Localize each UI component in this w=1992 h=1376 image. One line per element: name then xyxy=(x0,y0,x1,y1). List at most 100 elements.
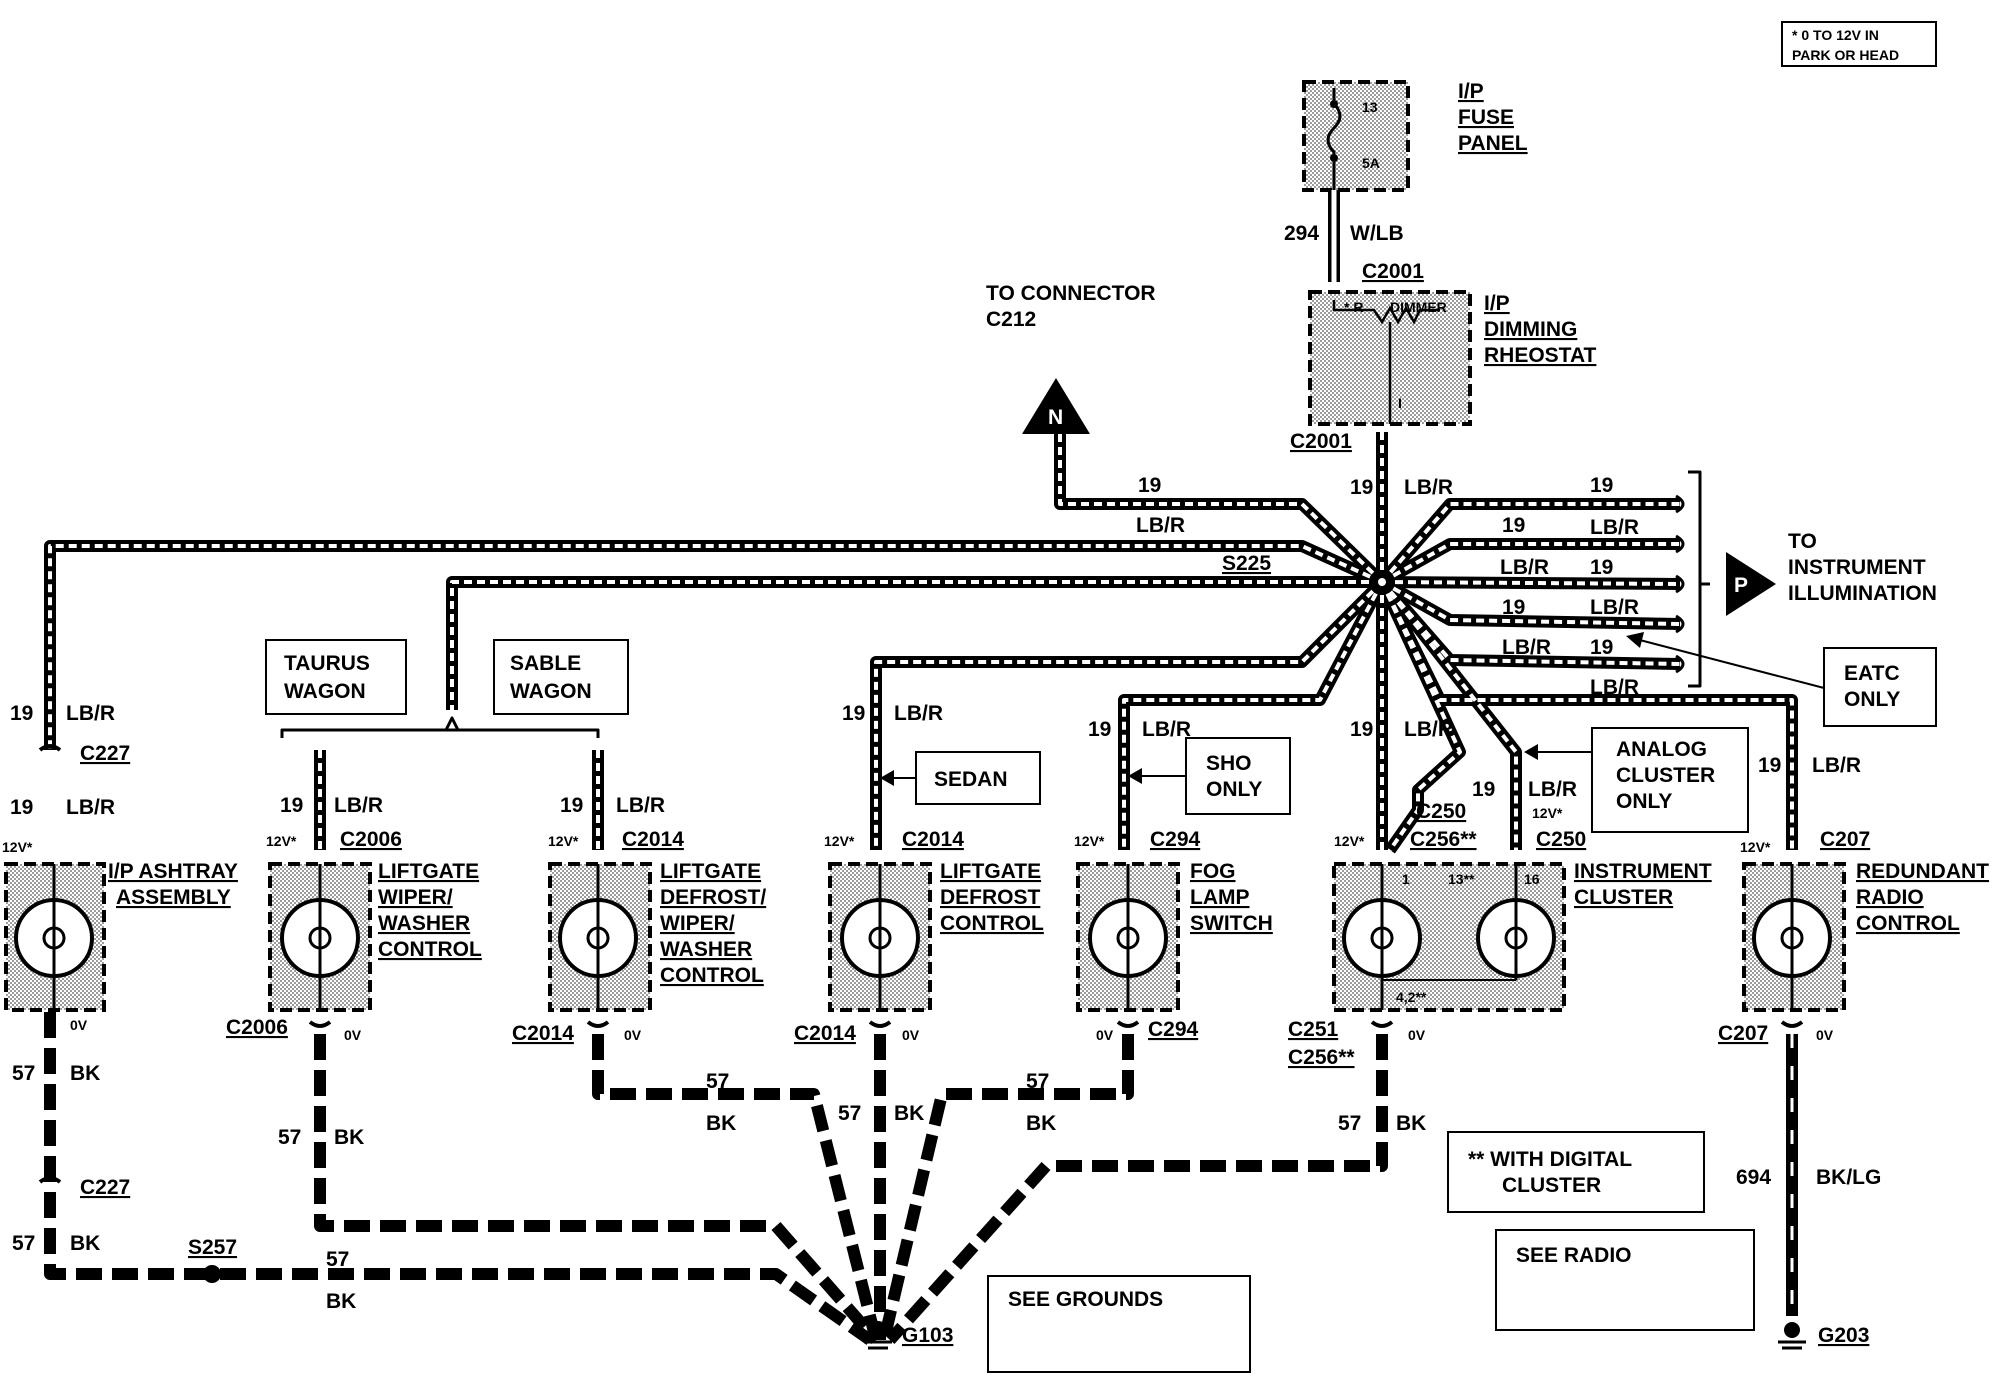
wire-n-color: LB/R xyxy=(1136,514,1185,537)
splice-s257 xyxy=(203,1265,221,1283)
rheostat-title-3: RHEOSTAT xyxy=(1484,344,1597,367)
illum-wire-3-color: LB/R xyxy=(1500,556,1549,579)
c2001-top-label: C2001 xyxy=(1362,260,1424,283)
ground-symbol-g103 xyxy=(864,1321,892,1350)
redundant-radio-component xyxy=(1742,862,1846,1012)
sho-line-1: SHO xyxy=(1206,752,1252,775)
lgw-0v: 0V xyxy=(344,1027,362,1043)
lgd-0v: 0V xyxy=(902,1027,920,1043)
fog-title-2: LAMP xyxy=(1190,886,1250,909)
fog-gnd-color: BK xyxy=(1026,1112,1056,1135)
lgdww-title-1: LIFTGATE xyxy=(660,860,761,883)
liftgate-wiper-circuit: 19 xyxy=(280,794,303,817)
c2014-bottom-1: C2014 xyxy=(512,1022,574,1045)
sable-line-1: SABLE xyxy=(510,652,581,675)
taurus-line-1: TAURUS xyxy=(284,652,370,675)
liftgate-wiper-title-2: WIPER/ xyxy=(378,886,453,909)
ashtray-12v: 12V* xyxy=(2,839,33,855)
c251-bottom: C251 xyxy=(1288,1018,1339,1041)
c250-top-1: C250 xyxy=(1416,800,1466,823)
lgdww-title-5: CONTROL xyxy=(660,964,764,987)
liftgate-wiper-title-3: WASHER xyxy=(378,912,470,935)
note-line-1: * 0 TO 12V IN xyxy=(1792,27,1879,43)
to-connector-line-2: C212 xyxy=(986,308,1036,331)
cluster-12v: 12V* xyxy=(1334,833,1365,849)
lgd-title-2: DEFROST xyxy=(940,886,1041,909)
analog-line-1: ANALOG xyxy=(1616,738,1707,761)
see-grounds-label: SEE GROUNDS xyxy=(1008,1288,1163,1311)
rheostat-title-1: I/P xyxy=(1484,292,1510,315)
lgdww-title-2: DEFROST/ xyxy=(660,886,766,909)
radio-0v: 0V xyxy=(1816,1027,1834,1043)
fuse-panel-title-3: PANEL xyxy=(1458,132,1528,155)
c250-top-2: C250 xyxy=(1536,828,1586,851)
c2014-bottom-2: C2014 xyxy=(794,1022,856,1045)
fog-color: LB/R xyxy=(1142,718,1191,741)
c294-bottom: C294 xyxy=(1148,1018,1199,1041)
illum-wire-1-circuit: 19 xyxy=(1590,474,1613,497)
cluster-analog-circuit: 19 xyxy=(1472,778,1495,801)
illum-wire-6-color: LB/R xyxy=(1590,676,1639,699)
to-instrument-line-1: TO xyxy=(1788,530,1817,553)
cluster-analog-12v: 12V* xyxy=(1532,805,1563,821)
sho-only-box xyxy=(1185,737,1291,815)
see-radio-label: SEE RADIO xyxy=(1516,1244,1632,1267)
fog-0v: 0V xyxy=(1096,1027,1114,1043)
lgd-gnd-circuit: 57 xyxy=(838,1102,861,1125)
instrument-cluster-component xyxy=(1332,862,1566,1012)
rheostat-pin-i: I xyxy=(1398,395,1402,411)
c207-top: C207 xyxy=(1820,828,1870,851)
lgdww-gnd-circuit: 57 xyxy=(706,1070,729,1093)
radio-gnd-circuit: 694 xyxy=(1736,1166,1771,1189)
ashtray-gnd-color-2: BK xyxy=(70,1232,100,1255)
c207-bottom: C207 xyxy=(1718,1022,1768,1045)
sable-wagon-box xyxy=(493,639,629,715)
s257-gnd-circuit: 57 xyxy=(326,1248,349,1271)
digital-cluster-note-box xyxy=(1447,1131,1705,1213)
wire-main-color: LB/R xyxy=(1404,476,1453,499)
eatc-line-1: EATC xyxy=(1844,662,1900,685)
fuse-panel-title-2: FUSE xyxy=(1458,106,1514,129)
g103-label: G103 xyxy=(902,1324,953,1347)
ashtray-wire-circuit-2: 19 xyxy=(10,796,33,819)
ashtray-title-1: I/P ASHTRAY xyxy=(108,860,238,883)
radio-color: LB/R xyxy=(1812,754,1861,777)
c2001-bottom-label: C2001 xyxy=(1290,430,1352,453)
cluster-gnd-circuit: 57 xyxy=(1338,1112,1361,1135)
rheostat-dimmer-label: DIMMER xyxy=(1390,299,1447,315)
cluster-analog-color: LB/R xyxy=(1528,778,1577,801)
cluster-pin-4: 4,2** xyxy=(1396,989,1427,1005)
p-reference-marker xyxy=(1726,552,1776,616)
ground-symbol-g203 xyxy=(1778,1322,1806,1350)
radio-title-2: RADIO xyxy=(1856,886,1924,909)
digital-note-line-1: ** WITH DIGITAL xyxy=(1468,1148,1632,1171)
liftgate-wiper-component xyxy=(268,862,372,1012)
p-marker-label: P xyxy=(1734,574,1748,597)
to-connector-line-1: TO CONNECTOR xyxy=(986,282,1156,305)
fuse-number: 13 xyxy=(1362,99,1378,115)
sho-line-2: ONLY xyxy=(1206,778,1262,801)
ashtray-gnd-circuit-2: 57 xyxy=(12,1232,35,1255)
lgw-12v: 12V* xyxy=(266,833,297,849)
n-reference-marker xyxy=(1022,378,1090,434)
lgdww-title-4: WASHER xyxy=(660,938,752,961)
illum-wire-2-circuit: 19 xyxy=(1502,514,1525,537)
c2006-top: C2006 xyxy=(340,828,402,851)
wire-main-circuit: 19 xyxy=(1350,476,1373,499)
fuse-panel-title-1: I/P xyxy=(1458,80,1484,103)
fog-12v: 12V* xyxy=(1074,833,1105,849)
bk-ground-wires xyxy=(44,1012,1388,1345)
analog-cluster-only-box xyxy=(1591,727,1749,833)
dimming-rheostat: * R DIMMER I xyxy=(1308,290,1472,426)
liftgate-wiper-title-1: LIFTGATE xyxy=(378,860,479,883)
c227-bottom-label: C227 xyxy=(80,1176,130,1199)
s257-gnd-color: BK xyxy=(326,1290,356,1313)
cluster-pin-1: 1 xyxy=(1402,871,1410,887)
to-instrument-line-2: INSTRUMENT xyxy=(1788,556,1926,579)
taurus-wagon-box xyxy=(265,639,407,715)
illum-wire-3-circuit: 19 xyxy=(1590,556,1613,579)
radio-title-3: CONTROL xyxy=(1856,912,1960,935)
illum-wire-4-circuit: 19 xyxy=(1502,596,1525,619)
liftgate-wiper-title-4: CONTROL xyxy=(378,938,482,961)
liftgate-defrost-circuit: 19 xyxy=(842,702,865,725)
